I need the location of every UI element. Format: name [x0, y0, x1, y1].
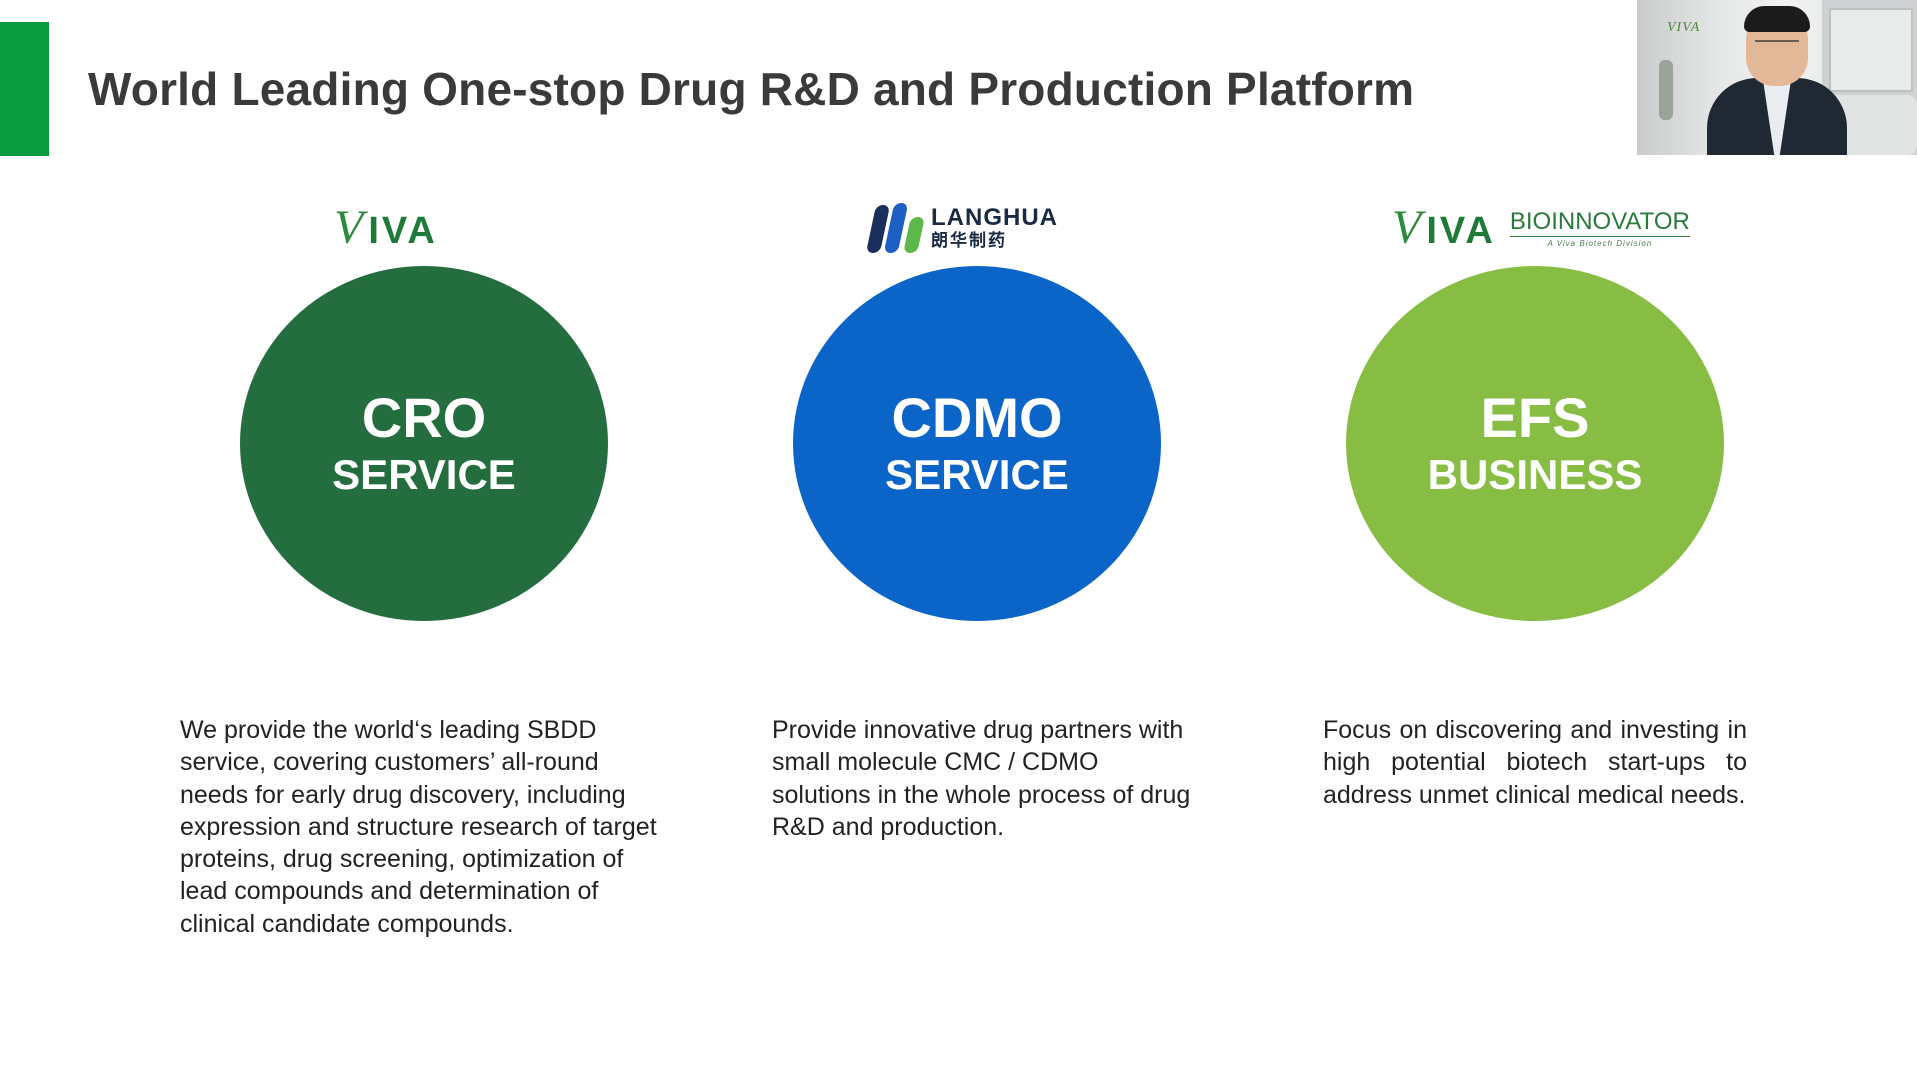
efs-description: Focus on discovering and investing in hi…: [1323, 716, 1747, 809]
viva-logo-initial: V: [1392, 201, 1425, 254]
viva-bioinnovator-logo: VIVA BIOINNOVATOR A Viva Biotech Divisio…: [1392, 200, 1690, 255]
webcam-background-window: [1829, 8, 1913, 92]
webcam-video-overlay[interactable]: VIVA: [1637, 0, 1917, 155]
cro-circle-title: CRO: [361, 385, 487, 449]
langhua-mark-icon: [865, 203, 925, 253]
langhua-logo: LANGHUA 朗华制药: [865, 203, 1058, 253]
cro-description: We provide the world‘s leading SBDD serv…: [180, 716, 657, 938]
presenter-glasses: [1755, 40, 1799, 52]
cro-service-circle: CRO SERVICE: [240, 266, 608, 621]
cdmo-circle-subtitle: SERVICE: [885, 450, 1069, 498]
cdmo-description: Provide innovative drug partners with sm…: [772, 716, 1191, 841]
webcam-background-plant: [1659, 60, 1673, 120]
presenter-hair: [1744, 6, 1810, 32]
efs-business-circle: EFS BUSINESS: [1346, 266, 1724, 621]
langhua-logo-name-en: LANGHUA: [931, 204, 1058, 231]
bioinnovator-logo-tagline: A Viva Biotech Division: [1547, 238, 1653, 248]
bioinnovator-logo-name: BIOINNOVATOR: [1509, 207, 1690, 237]
cro-circle-subtitle: SERVICE: [332, 450, 516, 498]
webcam-viva-logo: VIVA: [1667, 20, 1701, 35]
langhua-logo-name-cn: 朗华制药: [931, 231, 1007, 250]
slide-title: World Leading One-stop Drug R&D and Prod…: [88, 63, 1415, 115]
viva-logo-initial: V: [334, 201, 367, 254]
cdmo-circle-title: CDMO: [891, 385, 1063, 449]
title-accent-bar: [0, 22, 49, 156]
efs-circle-subtitle: BUSINESS: [1427, 450, 1643, 498]
viva-logo-text: IVA: [1426, 210, 1496, 252]
viva-logo: VIVA: [334, 200, 438, 255]
viva-logo-text: IVA: [368, 210, 438, 252]
cdmo-service-circle: CDMO SERVICE: [793, 266, 1161, 621]
efs-circle-title: EFS: [1480, 385, 1590, 449]
